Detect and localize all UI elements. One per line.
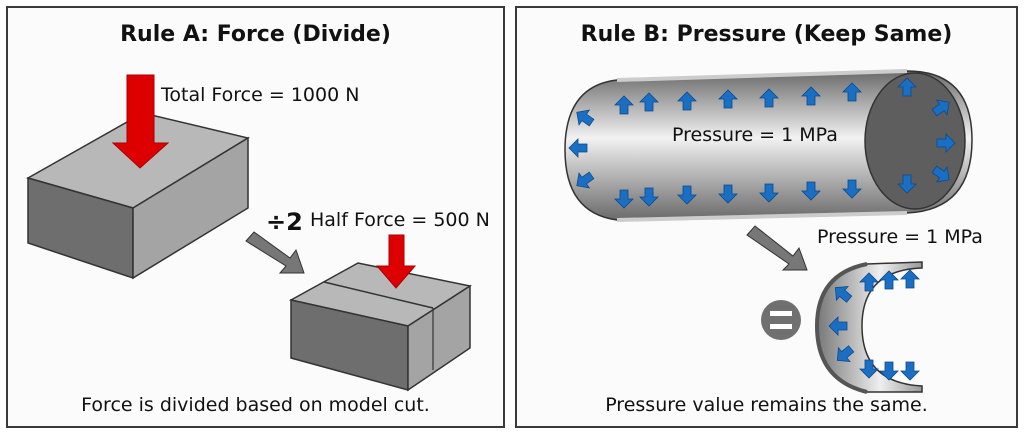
rule-a-title: Rule A: Force (Divide) xyxy=(120,22,391,47)
transition-arrow xyxy=(245,231,305,274)
half-force-label: Half Force = 500 N xyxy=(310,209,490,231)
total-force-arrow xyxy=(111,74,170,169)
half-pipe-pressure-label: Pressure = 1 MPa xyxy=(817,226,983,248)
equals-badge xyxy=(761,300,801,340)
split-block xyxy=(288,262,472,392)
half-force-arrow xyxy=(375,234,417,289)
rule-b-caption: Pressure value remains the same. xyxy=(605,394,928,416)
split-block-side xyxy=(407,284,471,392)
rule-b-illustration xyxy=(564,69,973,394)
rule-a-illustration xyxy=(26,74,472,392)
rule-a-panel: Rule A: Force (Divide) Total Force = 100… xyxy=(6,6,505,428)
rule-b-panel: Rule B: Pressure (Keep Same) xyxy=(515,6,1018,428)
divide-by-two-label: ÷2 xyxy=(266,208,303,236)
rule-b-title: Rule B: Pressure (Keep Same) xyxy=(580,22,953,47)
total-force-label: Total Force = 1000 N xyxy=(161,84,360,106)
rule-a-caption: Force is divided based on model cut. xyxy=(81,394,430,416)
full-block-side xyxy=(132,136,249,280)
pipe-pressure-label: Pressure = 1 MPa xyxy=(672,124,838,146)
transition-arrow-b xyxy=(746,225,808,271)
